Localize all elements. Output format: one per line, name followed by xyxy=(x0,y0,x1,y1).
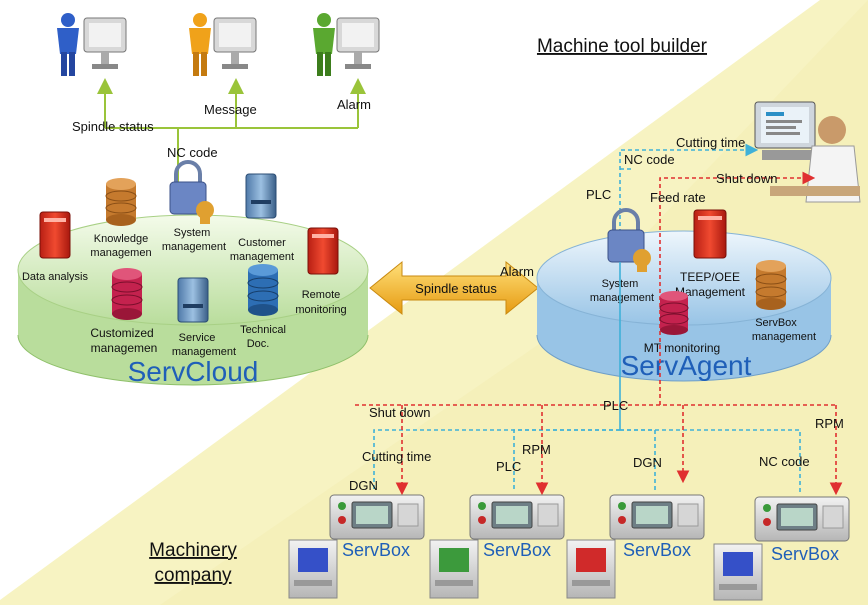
monitor-icon xyxy=(213,17,257,69)
user-icon xyxy=(313,13,335,76)
lock-icon xyxy=(607,208,651,272)
label-spindle-status-top: Spindle status xyxy=(72,119,154,134)
database-icon xyxy=(659,291,689,335)
label-customized-2: managemen xyxy=(91,341,158,355)
label-bus-shut-down: Shut down xyxy=(369,405,430,420)
servbox-device-icon xyxy=(469,494,565,540)
servbox-device-icon xyxy=(329,494,425,540)
machine-tool-icon xyxy=(288,539,338,599)
label-plc-agent: PLC xyxy=(586,187,611,202)
label-arrow-spindle-status: Spindle status xyxy=(415,281,497,296)
operator-links xyxy=(619,143,816,405)
label-servbox-mgmt-1: ServBox xyxy=(755,317,797,329)
label-bus-plc: PLC xyxy=(603,398,628,413)
label-service-1: Service xyxy=(179,332,216,344)
label-bus-nc-code: NC code xyxy=(759,454,810,469)
label-teep-2: Management xyxy=(675,285,746,299)
machinery-region-shade xyxy=(160,0,868,605)
label-alarm-top: Alarm xyxy=(337,97,371,112)
label-data-analysis: Data analysis xyxy=(22,271,89,283)
server-icon xyxy=(39,211,71,259)
server-icon xyxy=(177,277,209,323)
database-icon xyxy=(755,260,787,310)
label-knowledge-1: Knowledge xyxy=(94,233,148,245)
servbox-unit-4: ServBox xyxy=(713,496,850,601)
database-icon xyxy=(111,268,143,320)
label-cloud-system-1: System xyxy=(174,227,211,239)
label-technical-1: Technical xyxy=(240,324,286,336)
server-icon xyxy=(307,227,339,275)
label-bus-dgn-2: DGN xyxy=(633,455,662,470)
builder-label: Machine tool builder xyxy=(537,36,708,57)
label-cutting-time-op: Cutting time xyxy=(676,135,745,150)
database-icon xyxy=(105,178,137,226)
servbox-unit-1: ServBox xyxy=(288,494,425,599)
monitor-icon xyxy=(336,17,380,69)
label-servbox-mgmt-2: management xyxy=(752,331,816,343)
label-customer-2: management xyxy=(230,251,294,263)
monitor-icon xyxy=(83,17,127,69)
label-customer-1: Customer xyxy=(238,237,286,249)
company-label-line2: company xyxy=(154,565,232,586)
machine-tool-icon xyxy=(566,539,616,599)
user-icon xyxy=(57,13,79,76)
label-remote-1: Remote xyxy=(302,289,341,301)
servbox-unit-3: ServBox xyxy=(566,494,705,599)
label-arrow-alarm: Alarm xyxy=(500,264,534,279)
machine-tool-icon xyxy=(713,543,763,601)
user-message-group xyxy=(189,13,257,76)
servbox-label: ServBox xyxy=(483,540,551,560)
operator-icon xyxy=(754,101,861,203)
servbox-label: ServBox xyxy=(623,540,691,560)
label-agent-system-2: management xyxy=(590,292,654,304)
server-icon xyxy=(245,173,277,219)
label-cloud-system-2: management xyxy=(162,241,226,253)
label-technical-2: Doc. xyxy=(247,338,270,350)
label-message: Message xyxy=(204,102,257,117)
label-bus-rpm: RPM xyxy=(522,442,551,457)
label-feed-rate: Feed rate xyxy=(650,190,706,205)
database-icon xyxy=(247,264,279,316)
label-bus-cutting-time: Cutting time xyxy=(362,449,431,464)
label-bus-plc-2: PLC xyxy=(496,459,521,474)
server-icon xyxy=(693,209,727,259)
servbox-unit-2: ServBox xyxy=(429,494,565,599)
user-icon xyxy=(189,13,211,76)
label-service-2: management xyxy=(172,346,236,358)
company-label-line1: Machinery xyxy=(149,540,237,561)
machine-tool-icon xyxy=(429,539,479,599)
label-bus-rpm-right: RPM xyxy=(815,416,844,431)
label-nc-code-op: NC code xyxy=(624,152,675,167)
servbox-device-icon xyxy=(754,496,850,542)
user-alarm-group xyxy=(313,13,380,76)
lock-icon xyxy=(169,160,214,224)
label-teep-1: TEEP/OEE xyxy=(680,270,740,284)
servbox-label: ServBox xyxy=(771,544,839,564)
servbox-label: ServBox xyxy=(342,540,410,560)
servagent-title: ServAgent xyxy=(621,350,752,381)
label-customized-1: Customized xyxy=(90,326,153,340)
user-connector-lines xyxy=(97,78,366,190)
servcloud-platform xyxy=(17,214,369,386)
label-bus-dgn-1: DGN xyxy=(349,478,378,493)
label-remote-2: monitoring xyxy=(295,304,346,316)
label-mt-monitoring: MT monitoring xyxy=(644,341,720,355)
user-spindle-group xyxy=(57,13,127,76)
bus-lines xyxy=(355,262,843,496)
servbox-device-icon xyxy=(609,494,705,540)
label-nc-code-top: NC code xyxy=(167,145,218,160)
servcloud-title: ServCloud xyxy=(128,356,259,387)
label-knowledge-2: managemen xyxy=(90,247,151,259)
label-shut-down-op: Shut down xyxy=(716,171,777,186)
